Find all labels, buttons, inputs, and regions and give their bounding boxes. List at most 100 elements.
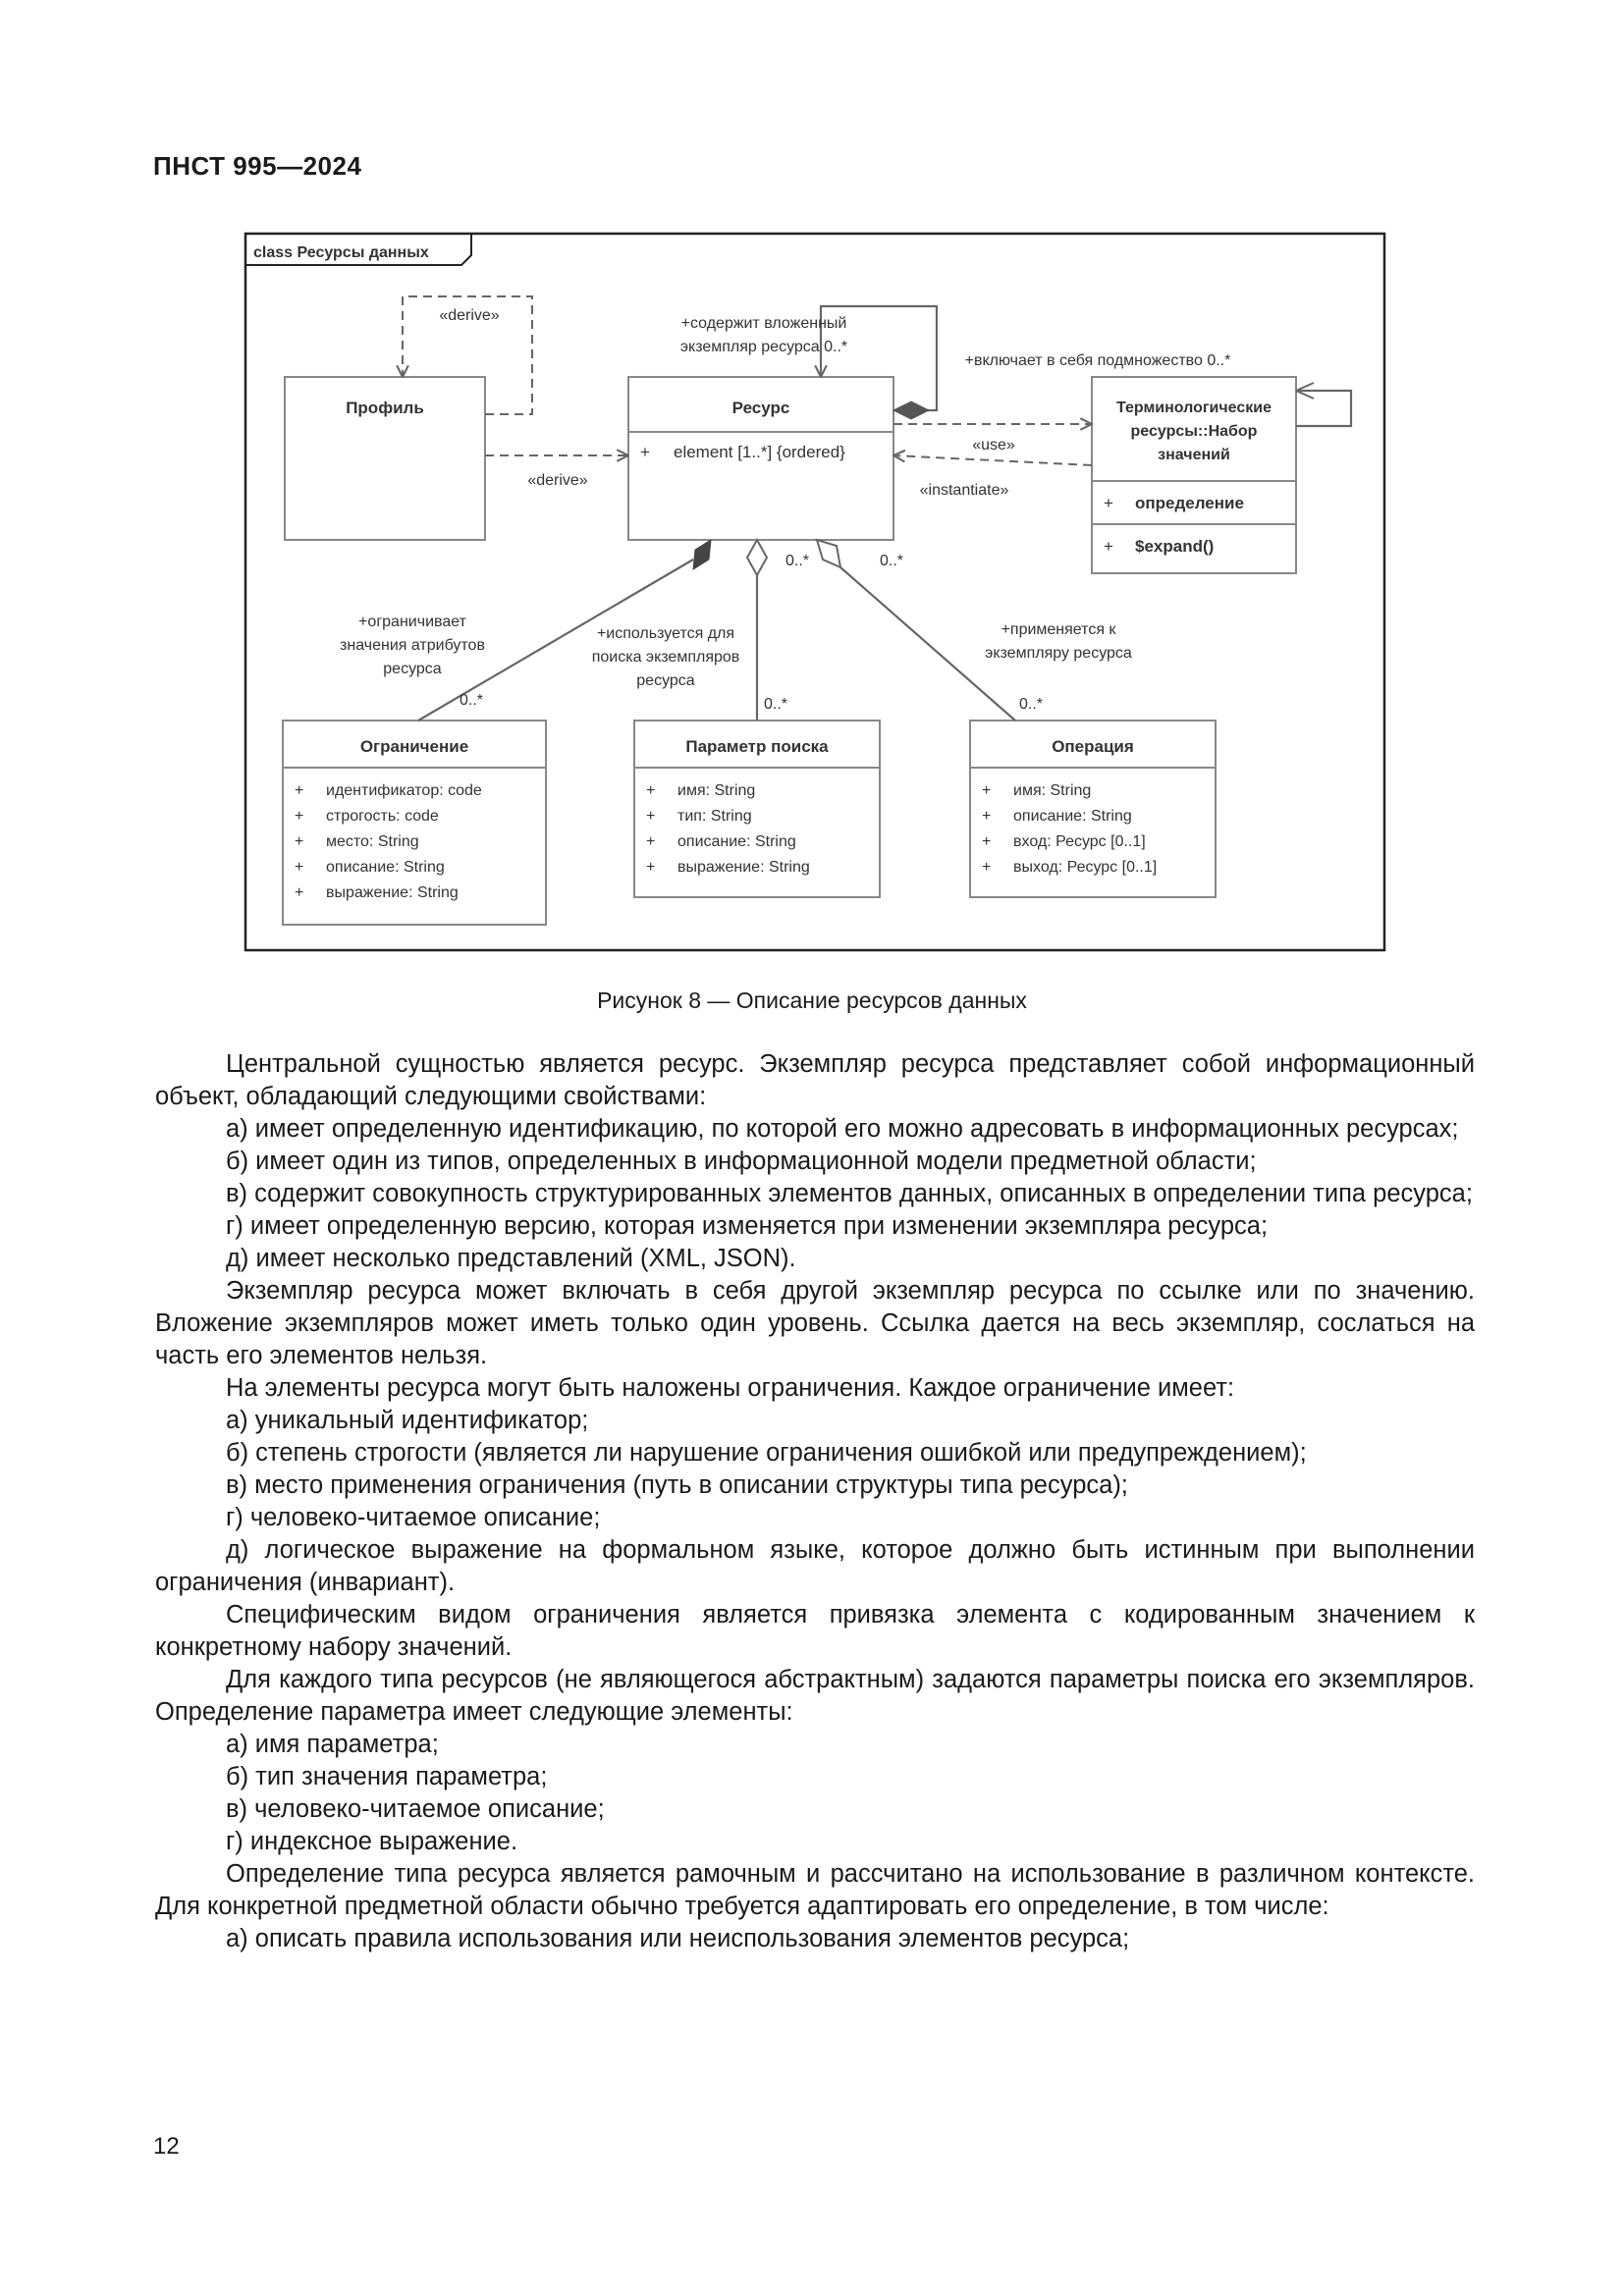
figure-caption: Рисунок 8 — Описание ресурсов данных bbox=[597, 988, 1027, 1013]
visibility-plus: + bbox=[295, 859, 303, 876]
derive-top-label: «derive» bbox=[439, 307, 499, 324]
multiplicity-constraint: 0..* bbox=[460, 692, 483, 709]
list-item: а) имя параметра; bbox=[226, 1731, 439, 1758]
list-item: б) имеет один из типов, определенных в и… bbox=[226, 1148, 1257, 1175]
paragraph: Экземпляр ресурса может включать в себя … bbox=[155, 1277, 1475, 1369]
visibility-plus: + bbox=[295, 782, 303, 799]
frame-title: class Ресурсы данных bbox=[253, 244, 429, 261]
list-item: г) человеко-читаемое описание; bbox=[226, 1504, 601, 1531]
class-terminology-name-3: значений bbox=[1158, 447, 1230, 463]
association-constraint bbox=[417, 559, 694, 721]
visibility-plus: + bbox=[982, 833, 991, 850]
multiplicity-search-near: 0..* bbox=[785, 553, 809, 569]
list-item: б) степень строгости (является ли наруше… bbox=[226, 1439, 1307, 1467]
multiplicity-operation-far: 0..* bbox=[1019, 696, 1043, 713]
list-item: в) место применения ограничения (путь в … bbox=[226, 1471, 1128, 1499]
multiplicity-operation-near: 0..* bbox=[880, 553, 903, 569]
applied-label-1: +применяется к bbox=[1001, 621, 1117, 638]
frame-title-tab bbox=[245, 234, 472, 266]
nested-label-2: экземпляр ресурса 0..* bbox=[680, 339, 847, 355]
visibility-plus: + bbox=[640, 443, 650, 461]
visibility-plus: + bbox=[646, 833, 655, 850]
list-item: в) содержит совокупность структурированн… bbox=[226, 1180, 1473, 1207]
visibility-plus: + bbox=[646, 782, 655, 799]
page-number: 12 bbox=[153, 2133, 180, 2160]
includes-subset-arrow bbox=[1295, 382, 1315, 400]
list-item: д) логическое выражение на формальном яз… bbox=[155, 1536, 1475, 1596]
used-for-label-2: поиска экземпляров bbox=[592, 649, 740, 666]
list-item: а) описать правила использования или неи… bbox=[226, 1925, 1130, 1952]
list-item: г) имеет определенную версию, которая из… bbox=[226, 1212, 1269, 1240]
list-item: б) тип значения параметра; bbox=[226, 1763, 548, 1790]
constraint-attr-3: место: String bbox=[326, 833, 419, 850]
restricts-label-2: значения атрибутов bbox=[340, 637, 485, 654]
list-item: а) имеет определенную идентификацию, по … bbox=[226, 1115, 1459, 1143]
paragraph: Специфическим видом ограничения является… bbox=[155, 1601, 1475, 1661]
constraint-composition-diamond bbox=[692, 539, 712, 570]
paragraph: Определение типа ресурса является рамочн… bbox=[155, 1860, 1475, 1920]
list-item: а) уникальный идентификатор; bbox=[226, 1407, 589, 1434]
body-text: Центральной сущностью является ресурс. Э… bbox=[155, 1048, 1475, 1955]
diagram-frame bbox=[244, 232, 1386, 952]
paragraph: Для каждого типа ресурсов (не являющегос… bbox=[155, 1666, 1475, 1726]
used-for-label-1: +используется для bbox=[597, 625, 734, 642]
class-terminology-attr: определение bbox=[1135, 494, 1244, 512]
class-operation-attrs: + имя: String + описание: String + вход:… bbox=[982, 782, 1157, 876]
search-param-attr-1: имя: String bbox=[677, 782, 755, 799]
association-operation bbox=[839, 566, 1016, 721]
derive-bottom-label: «derive» bbox=[527, 472, 587, 489]
visibility-plus: + bbox=[1104, 494, 1113, 512]
instantiate-label: «instantiate» bbox=[920, 482, 1009, 499]
visibility-plus: + bbox=[295, 833, 303, 850]
class-profile-name: Профиль bbox=[346, 399, 424, 417]
class-profile: Профиль bbox=[284, 376, 486, 541]
class-constraint-attrs: + идентификатор: code + строгость: code … bbox=[295, 782, 482, 901]
paragraph: Центральной сущностью является ресурс. Э… bbox=[155, 1050, 1475, 1110]
visibility-plus: + bbox=[982, 782, 991, 799]
operation-attr-4: выход: Ресурс [0..1] bbox=[1013, 859, 1157, 876]
operation-attr-1: имя: String bbox=[1013, 782, 1091, 799]
operation-aggregation-diamond bbox=[815, 538, 842, 569]
class-terminology-op: $expand() bbox=[1135, 537, 1214, 556]
class-resource: Ресурс + element [1..*] {ordered} bbox=[627, 376, 894, 541]
document-header: ПНСТ 995—2024 bbox=[153, 151, 362, 181]
includes-subset-label: +включает в себя подмножество 0..* bbox=[965, 352, 1231, 369]
derive-self-loop bbox=[403, 295, 533, 415]
instantiate-dependency bbox=[893, 455, 1093, 466]
search-param-attr-2: тип: String bbox=[677, 808, 752, 825]
operation-attr-2: описание: String bbox=[1013, 808, 1132, 825]
restricts-label-3: ресурса bbox=[383, 661, 442, 677]
paragraph: На элементы ресурса могут быть наложены … bbox=[226, 1374, 1235, 1402]
class-terminology-valueset: Терминологические ресурсы::Набор значени… bbox=[1091, 376, 1297, 574]
visibility-plus: + bbox=[295, 884, 303, 901]
used-for-label-3: ресурса bbox=[636, 672, 695, 689]
search-param-attr-4: выражение: String bbox=[677, 859, 810, 876]
class-constraint-name: Ограничение bbox=[360, 737, 468, 756]
visibility-plus: + bbox=[982, 859, 991, 876]
multiplicity-search-far: 0..* bbox=[764, 696, 787, 713]
class-terminology-name-1: Терминологические bbox=[1116, 400, 1272, 416]
visibility-plus: + bbox=[646, 808, 655, 825]
class-operation: Операция + имя: String + описание: Strin… bbox=[969, 720, 1217, 898]
operation-attr-3: вход: Ресурс [0..1] bbox=[1013, 833, 1146, 850]
class-resource-attr: element [1..*] {ordered} bbox=[674, 443, 845, 461]
search-param-attr-3: описание: String bbox=[677, 833, 796, 850]
constraint-attr-5: выражение: String bbox=[326, 884, 459, 901]
visibility-plus: + bbox=[1104, 537, 1113, 556]
restricts-label-1: +ограничивает bbox=[358, 614, 467, 630]
visibility-plus: + bbox=[646, 859, 655, 876]
class-search-parameter-attrs: + имя: String + тип: String + описание: … bbox=[646, 782, 810, 876]
search-parameter-aggregation-diamond bbox=[745, 537, 769, 578]
use-label: «use» bbox=[972, 437, 1015, 454]
class-operation-name: Операция bbox=[1052, 737, 1134, 756]
class-resource-name: Ресурс bbox=[732, 399, 790, 417]
constraint-attr-2: строгость: code bbox=[326, 808, 439, 825]
class-terminology-name-2: ресурсы::Набор bbox=[1131, 423, 1258, 440]
list-item: д) имеет несколько представлений (XML, J… bbox=[226, 1245, 796, 1272]
includes-subset-association bbox=[1296, 389, 1353, 428]
visibility-plus: + bbox=[982, 808, 991, 825]
constraint-attr-1: идентификатор: code bbox=[326, 782, 482, 799]
constraint-attr-4: описание: String bbox=[326, 859, 445, 876]
list-item: в) человеко-читаемое описание; bbox=[226, 1795, 605, 1823]
